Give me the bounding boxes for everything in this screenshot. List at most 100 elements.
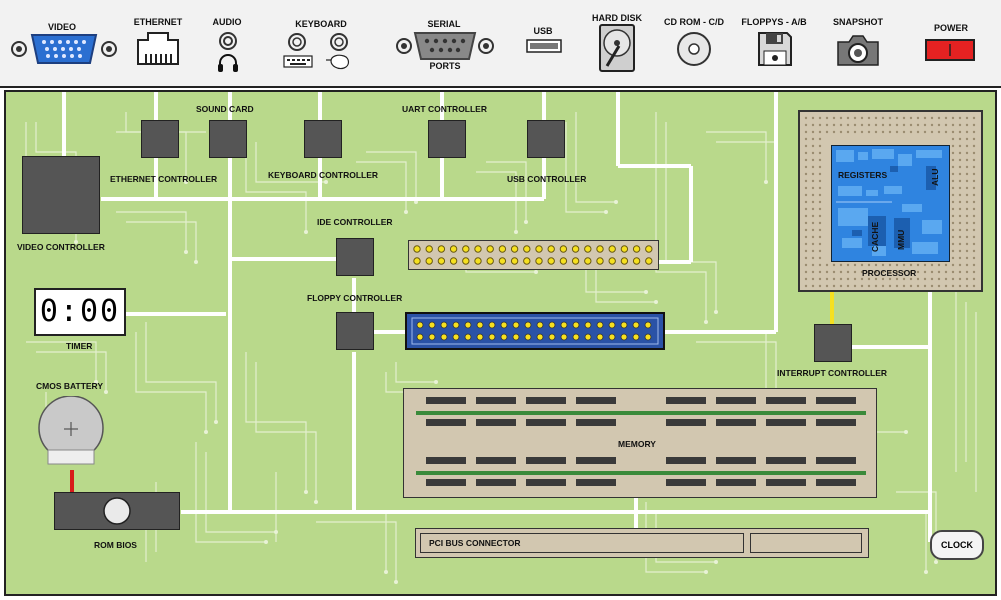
cpu-pin — [902, 263, 906, 267]
cpu-pin — [972, 235, 976, 239]
floppy-pin — [644, 333, 652, 341]
cpu-pin — [818, 277, 822, 281]
memory-label: MEMORY — [618, 439, 656, 449]
vga-connector-icon[interactable] — [10, 32, 118, 66]
clock-button[interactable]: CLOCK — [930, 530, 984, 560]
cpu-pin — [895, 263, 899, 267]
cpu-pin — [832, 277, 836, 281]
camera-icon[interactable] — [837, 34, 879, 66]
cpu-pin — [832, 270, 836, 274]
cpu-pin — [818, 158, 822, 162]
memory-chip — [666, 479, 706, 486]
cpu-pin — [818, 123, 822, 127]
ide-controller-chip[interactable] — [336, 238, 374, 276]
cpu-pin — [818, 144, 822, 148]
memory-chip — [526, 419, 566, 426]
cpu-pin — [811, 270, 815, 274]
cd-rom-icon[interactable] — [676, 31, 712, 67]
ide-pin — [498, 257, 507, 265]
floppy-pin — [476, 321, 484, 329]
cpu-pin — [958, 263, 962, 267]
memory-chip — [426, 419, 466, 426]
usb-controller-label: USB CONTROLLER — [507, 174, 587, 184]
cpu-pin — [811, 207, 815, 211]
cpu-pin — [965, 179, 969, 183]
cpu-pin — [818, 165, 822, 169]
floppy-pin — [452, 321, 460, 329]
memory-chip — [816, 457, 856, 464]
cpu-pin — [972, 256, 976, 260]
floppy-disk-icon[interactable] — [757, 31, 793, 67]
ethernet-jack-icon[interactable] — [136, 30, 180, 66]
ps2-keyboard-port-icon[interactable] — [282, 32, 358, 72]
memory-module[interactable]: MEMORY — [403, 388, 877, 498]
cpu-pin — [965, 235, 969, 239]
usb-port-icon[interactable] — [526, 39, 562, 53]
floppy-pin — [596, 333, 604, 341]
cpu-pin — [965, 193, 969, 197]
cpu-pin — [874, 130, 878, 134]
cpu-pin — [972, 284, 976, 288]
floppy-pin — [572, 333, 580, 341]
usb-controller-chip[interactable] — [527, 120, 565, 158]
cpu-pin — [972, 165, 976, 169]
floppy-pin — [440, 321, 448, 329]
cpu-pin — [951, 200, 955, 204]
cpu-pin — [818, 151, 822, 155]
cpu-pin — [839, 116, 843, 120]
db9-serial-icon[interactable] — [395, 30, 495, 62]
cpu-pin — [804, 235, 808, 239]
processor[interactable]: REGISTERS ALU CACHE MMU PROCESSOR — [798, 110, 983, 292]
interrupt-controller-chip[interactable] — [814, 324, 852, 362]
uart-controller-chip[interactable] — [428, 120, 466, 158]
cpu-pin — [923, 123, 927, 127]
cpu-pin — [811, 116, 815, 120]
cpu-pin — [853, 263, 857, 267]
timer-display: 0:00 — [34, 288, 126, 336]
floppy-controller-chip[interactable] — [336, 312, 374, 350]
cpu-pin — [958, 207, 962, 211]
cpu-pin — [972, 179, 976, 183]
headphones-icon — [218, 54, 238, 72]
cpu-pin — [846, 270, 850, 274]
cpu-pin — [804, 186, 808, 190]
hard-disk-icon[interactable] — [599, 24, 635, 72]
cpu-pin — [895, 270, 899, 274]
cpu-pin — [846, 123, 850, 127]
cmos-battery[interactable] — [36, 396, 108, 476]
video-controller-chip[interactable] — [22, 156, 100, 234]
cpu-pin — [860, 263, 864, 267]
ide-connector[interactable] — [408, 240, 659, 270]
floppy-pin — [440, 333, 448, 341]
floppy-pin — [548, 321, 556, 329]
memory-chip — [766, 479, 806, 486]
cpu-pin — [832, 284, 836, 288]
floppy-pin — [620, 333, 628, 341]
cpu-pin — [951, 116, 955, 120]
cpu-pin — [811, 242, 815, 246]
cpu-pin — [909, 284, 913, 288]
cpu-pin — [972, 221, 976, 225]
cpu-pin — [811, 221, 815, 225]
audio-jack-icon[interactable] — [218, 32, 238, 72]
cpu-pin — [818, 228, 822, 232]
rom-bios-chip[interactable] — [54, 492, 180, 530]
keyboard-controller-chip[interactable] — [304, 120, 342, 158]
ide-pin — [547, 257, 555, 265]
floppy-connector[interactable] — [405, 312, 665, 350]
memory-chips — [416, 397, 866, 486]
cpu-pin — [804, 165, 808, 169]
pci-bus-connector[interactable]: PCI BUS CONNECTOR — [415, 528, 869, 558]
floppy-pin — [584, 333, 592, 341]
floppy-pin — [608, 321, 616, 329]
ide-pin — [486, 245, 494, 253]
ide-pin — [620, 257, 629, 265]
cpu-pin — [951, 242, 955, 246]
cpu-pin — [965, 270, 969, 274]
ethernet-controller-chip[interactable] — [141, 120, 179, 158]
sound-card-chip[interactable] — [209, 120, 247, 158]
cpu-pin — [958, 277, 962, 281]
floppy-controller-label: FLOPPY CONTROLLER — [307, 293, 403, 303]
power-switch-icon[interactable] — [925, 39, 975, 61]
cpu-pin — [951, 228, 955, 232]
